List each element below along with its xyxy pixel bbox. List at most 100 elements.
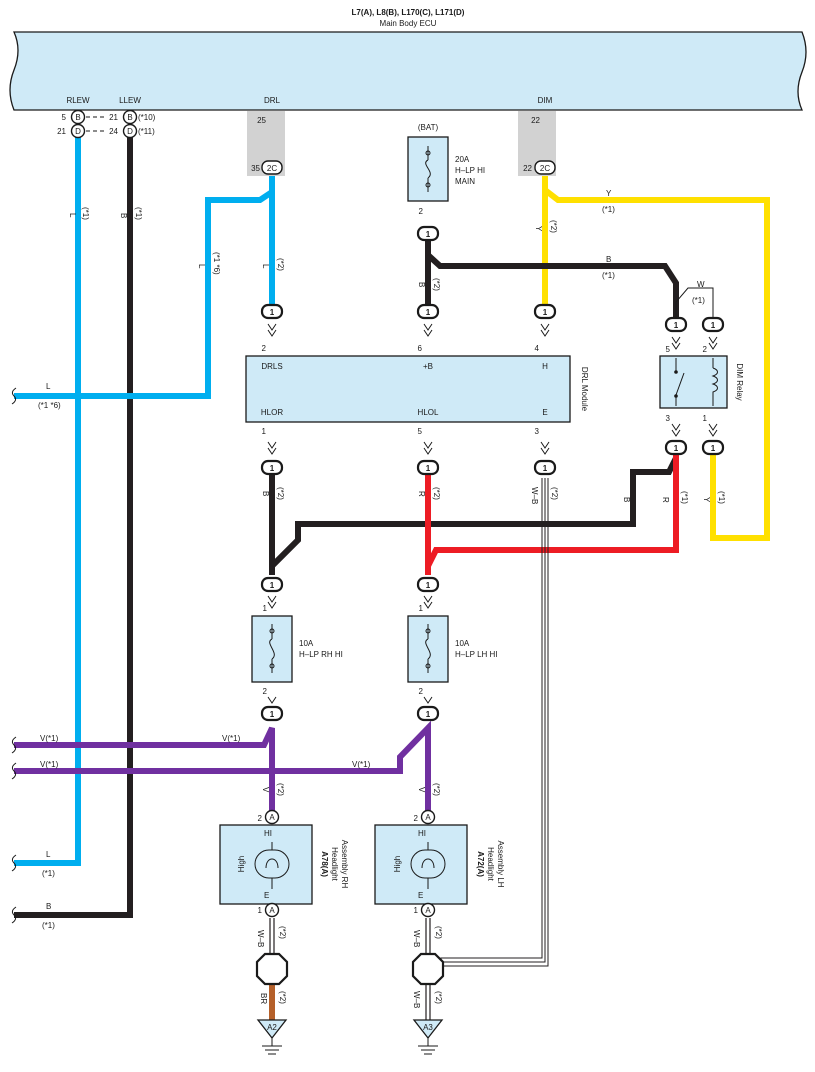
fuse-lh-dot-bottom: [425, 663, 431, 669]
label-br: BR: [259, 993, 268, 1004]
chevron-fuse-rh-bottom-icon: [267, 696, 277, 704]
connector-d-rlew-label: D: [75, 127, 81, 136]
headlight-rh-e: E: [264, 891, 269, 900]
dim-pin-22-bottom: 22: [523, 164, 532, 173]
label-relay-n1: (*1): [602, 271, 615, 280]
relay-pin-3: 3: [666, 414, 671, 423]
connector-hlol-label: 1: [426, 464, 431, 473]
connector-2c-dim: [534, 160, 556, 175]
chevron-relay-5-icon: [671, 336, 681, 350]
drl-pin-e: E: [542, 408, 547, 417]
wire-w-thin: [675, 287, 714, 318]
note-10: (*10): [138, 113, 156, 122]
fuse-rh-pin-top: 1: [263, 604, 268, 613]
connector-d-rlew: [70, 123, 86, 139]
connector-fuse-rh-top: [260, 576, 284, 593]
ground-a3-icon: [418, 1038, 438, 1055]
label-b-n2: (*2): [432, 278, 441, 291]
drl-pin-35: 35: [251, 164, 260, 173]
fuse-main-name2: MAIN: [455, 177, 475, 186]
label-drl-l: L: [261, 264, 270, 269]
connector-hlol: [416, 459, 440, 476]
label-b-b: B: [417, 282, 426, 287]
label-hlol-n2: (*2): [432, 487, 441, 500]
ground-a2-icon: [262, 1038, 282, 1055]
drl-pin-drls: DRLS: [261, 362, 282, 371]
connector-hl-rh-bottom: [264, 902, 280, 918]
fuse-lh-pin-bottom: 2: [419, 687, 424, 696]
splice-rh: [255, 952, 289, 986]
relay-pin-1: 1: [703, 414, 708, 423]
connector-fuse-rh-bottom: [260, 705, 284, 722]
connector-d-llew-label: D: [127, 127, 133, 136]
note-11: (*11): [138, 127, 155, 136]
connector-fuse-lh-top-label: 1: [426, 581, 431, 590]
connector-drls: [260, 303, 284, 320]
chevron-fuse-lh-bottom-icon: [423, 696, 433, 704]
label-dim-y: Y: [534, 226, 543, 232]
relay-pin-2: 2: [703, 345, 708, 354]
relay-pin-5: 5: [666, 345, 671, 354]
connector-2c-dim-label: 2C: [540, 164, 550, 173]
connector-hl-rh-top-label: A: [269, 813, 275, 822]
headlight-rh-name2: Assembly RH: [340, 840, 349, 889]
chevron-h-icon: [540, 323, 550, 337]
label-e-n2: (*2): [550, 487, 559, 500]
wire-rlew-blue: [14, 133, 81, 866]
label-hlol-r: R: [417, 491, 426, 497]
label-rh-v: V: [261, 787, 270, 793]
dim-pin-22-top: 22: [531, 116, 540, 125]
fuse-lh-dot-top: [425, 628, 431, 634]
label-relay1-y: Y: [702, 497, 711, 503]
wire-drl-branch-blue: [14, 189, 274, 399]
chevron-fuse-rh-icon: [267, 595, 277, 609]
wire-relay-b-black: [425, 252, 679, 318]
label-dim-y2: Y: [606, 189, 612, 198]
connector-fuse-main-label: 1: [426, 230, 431, 239]
label-bottom-l: L: [46, 850, 51, 859]
connector-hlor: [260, 459, 284, 476]
connector-hl-lh-top: [420, 809, 436, 825]
label-lh-ground-wb: W–B: [412, 991, 421, 1008]
wire-dim-relay-yellow: [543, 187, 770, 541]
label-relay3-r: R: [661, 497, 670, 503]
label-llew-n1: (*1): [134, 207, 143, 220]
headlight-lh-name1: Headlight: [486, 847, 495, 882]
label-relay3-b: B: [622, 497, 631, 502]
label-bottom-b-n1: (*1): [42, 921, 55, 930]
ecu-name-label: Main Body ECU: [380, 19, 437, 28]
connector-relay-3: [664, 439, 688, 456]
label-left-n16: (*1 *6): [38, 401, 61, 410]
connector-fuse-lh-bottom: [416, 705, 440, 722]
fuse-main-symbol: [425, 146, 431, 192]
fuse-rh-rating: 10A: [299, 639, 314, 648]
pin-21-b: 21: [109, 113, 118, 122]
connector-hl-lh-bottom: [420, 902, 436, 918]
connector-fuse-rh-top-label: 1: [270, 581, 275, 590]
fuse-rh-pin-bottom: 2: [263, 687, 268, 696]
headlight-rh-id: A78(A): [320, 851, 329, 877]
fuse-main-pin: 2: [419, 207, 424, 216]
wire-llew-black: [14, 133, 133, 918]
connector-d-llew: [122, 123, 138, 139]
chevron-fuse-lh-icon: [423, 595, 433, 609]
fuse-lh-pin-top: 1: [419, 604, 424, 613]
connector-b-label: 1: [426, 308, 431, 317]
wire-e-wb-3: [443, 478, 549, 967]
label-lh-wb: W–B: [412, 930, 421, 947]
pin-5: 5: [62, 113, 67, 122]
hl-lh-pin-bottom: 1: [414, 906, 419, 915]
label-hlor-n2: (*2): [276, 487, 285, 500]
connector-hl-lh-bottom-label: A: [425, 906, 431, 915]
connector-e: [533, 459, 557, 476]
headlight-rh-high: High: [237, 856, 246, 872]
headlight-rh-filament-icon: [265, 858, 279, 869]
headlight-lh-bulb-icon: [410, 849, 446, 879]
connector-b-llew: [122, 109, 138, 125]
label-relay-b: B: [606, 255, 611, 264]
hl-rh-pin-top: 2: [258, 814, 263, 823]
label-lh-v-n2: (*2): [432, 783, 441, 796]
relay-contact-top: [674, 370, 678, 374]
main-body-ecu-box: [9, 31, 807, 111]
